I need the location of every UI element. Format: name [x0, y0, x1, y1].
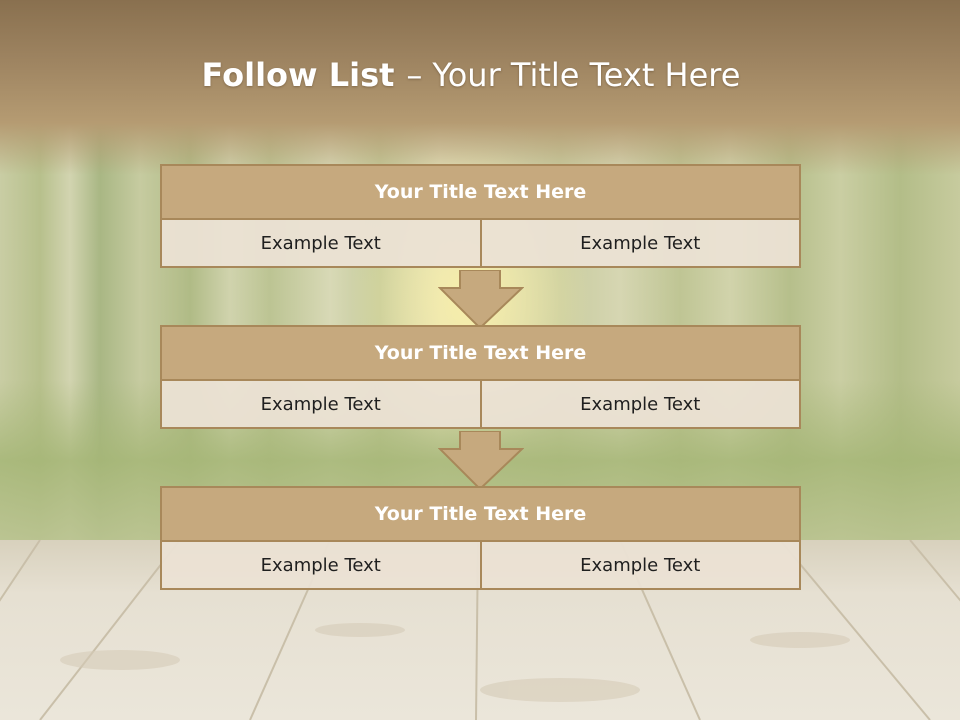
block-cell-right: Example Text [481, 220, 801, 268]
title-bold: Follow List [201, 56, 395, 94]
block-row: Example Text Example Text [160, 220, 801, 268]
block-row: Example Text Example Text [160, 542, 801, 590]
block-title: Your Title Text Here [160, 325, 801, 381]
block-cell-left: Example Text [160, 381, 482, 429]
slide-title: Follow List–Your Title Text Here [0, 56, 942, 94]
list-block-1: Your Title Text Here Example Text Exampl… [160, 164, 801, 268]
block-cell-right: Example Text [481, 542, 801, 590]
down-arrow-icon [438, 270, 524, 330]
block-row: Example Text Example Text [160, 381, 801, 429]
title-dash: – [406, 56, 423, 94]
block-title: Your Title Text Here [160, 486, 801, 542]
block-title: Your Title Text Here [160, 164, 801, 220]
title-banner [0, 0, 960, 175]
list-block-2: Your Title Text Here Example Text Exampl… [160, 325, 801, 429]
block-cell-left: Example Text [160, 220, 482, 268]
title-rest: Your Title Text Here [432, 56, 741, 94]
block-cell-left: Example Text [160, 542, 482, 590]
down-arrow-icon [438, 431, 524, 491]
block-cell-right: Example Text [481, 381, 801, 429]
list-block-3: Your Title Text Here Example Text Exampl… [160, 486, 801, 590]
